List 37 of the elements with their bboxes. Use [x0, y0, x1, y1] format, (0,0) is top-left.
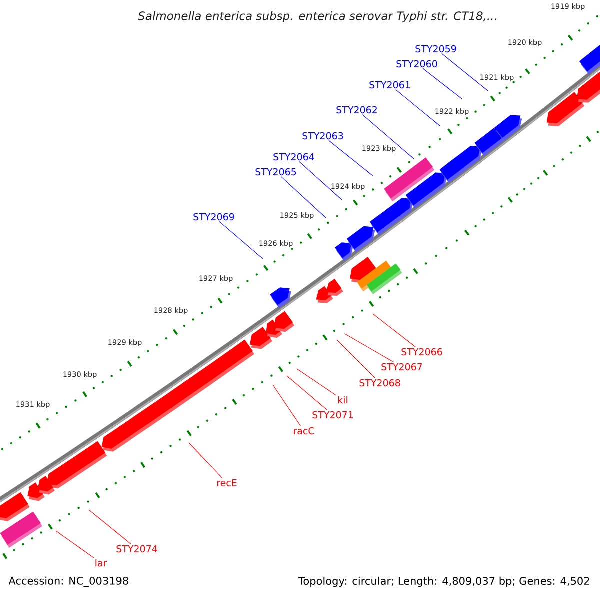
gene-label: STY2066: [402, 348, 442, 356]
leader-line: [296, 368, 337, 396]
leader-line: [88, 510, 132, 545]
info-text: Accession: NC_003198: [8, 576, 128, 588]
gene-label: STY2068: [360, 379, 400, 387]
leader-line: [422, 68, 462, 100]
gene-label: STY2071: [312, 411, 354, 419]
leader-line: [219, 222, 264, 260]
leader-line: [188, 442, 223, 479]
leader-line: [344, 334, 394, 362]
gene-label: STY2061: [370, 81, 410, 89]
gene-label: STY2067: [382, 363, 422, 371]
leader-line: [442, 54, 488, 92]
gene-label: STY2074: [116, 545, 158, 553]
leader-line: [299, 162, 342, 200]
leader-line: [56, 530, 94, 558]
leader-line: [286, 376, 328, 411]
gene-label: kil: [338, 396, 348, 404]
title: Salmonella enterica subsp. enterica serovar Typhi str. CT18,...: [138, 11, 496, 23]
gene-label: recE: [217, 479, 237, 487]
leader-line: [396, 90, 440, 126]
gene-label: STY2063: [302, 132, 344, 140]
info-text: Topology: circular; Length: 4,809,037 bp; Genes: 4,502: [298, 576, 590, 588]
gene-label: STY2069: [194, 213, 234, 221]
leader-line: [272, 384, 302, 426]
gene-label: STY2062: [336, 106, 377, 114]
gene-label: STY2065: [256, 168, 296, 176]
leader-line: [372, 314, 416, 348]
gene-label: STY2059: [416, 45, 456, 53]
gene-label: racC: [294, 427, 314, 435]
gene-label: lar: [96, 559, 108, 567]
leader-line: [362, 114, 414, 160]
leader-line: [328, 140, 374, 176]
leader-line: [280, 176, 326, 218]
gene-label: STY2060: [396, 60, 438, 68]
gene-label: STY2064: [274, 153, 314, 161]
leader-line: [336, 340, 376, 379]
